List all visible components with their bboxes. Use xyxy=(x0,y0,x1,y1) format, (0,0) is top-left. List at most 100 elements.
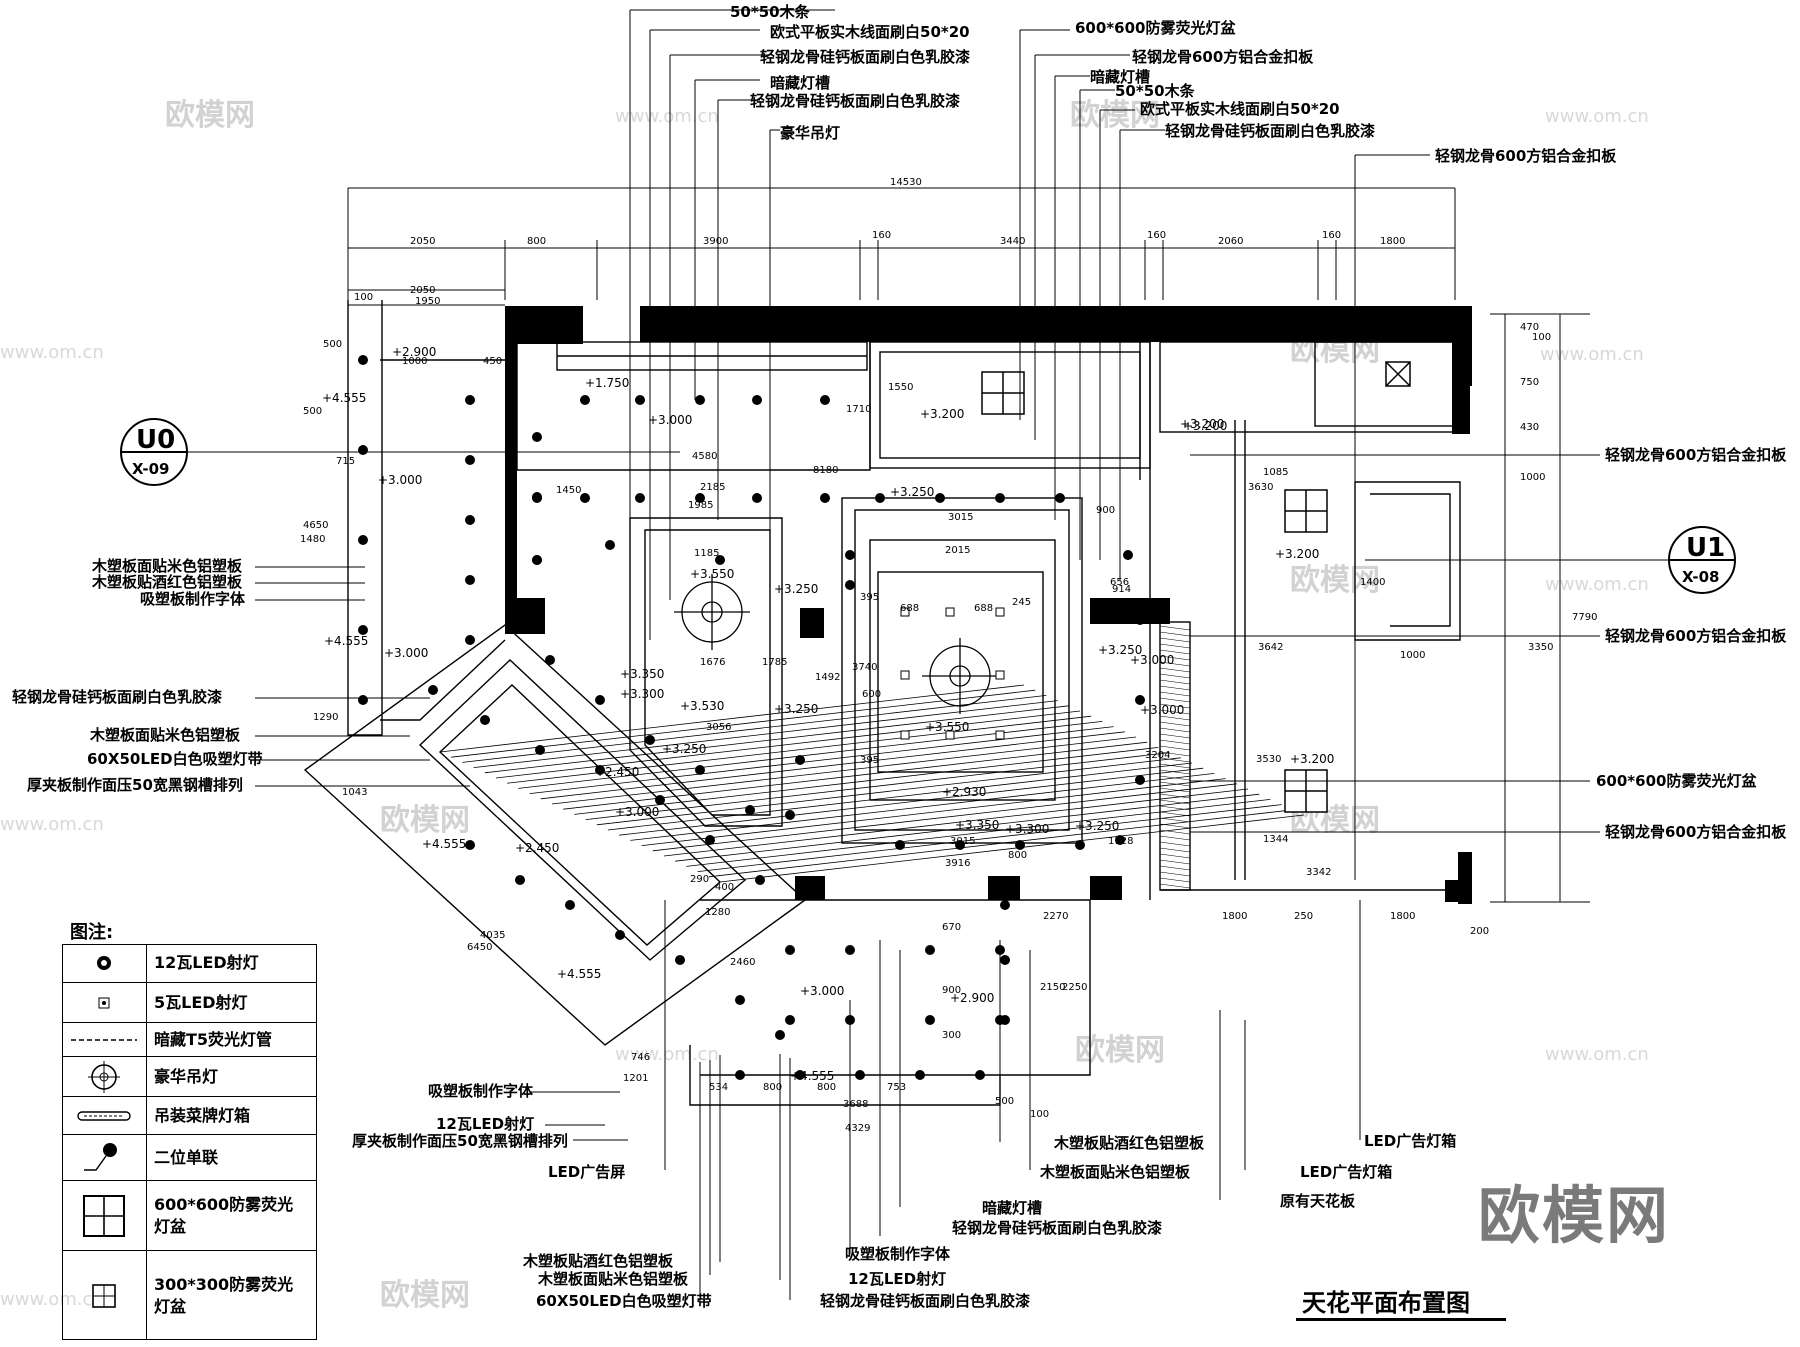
elevation-mark: +3.000 xyxy=(800,984,844,998)
legend-row: 600*600防雾荧光 灯盆 xyxy=(62,1180,317,1250)
elevation-mark: +3.000 xyxy=(1140,703,1184,717)
callout-top-3: 轻钢龙骨硅钙板面刷白色乳胶漆 xyxy=(760,48,970,66)
bottom-callouts: 吸塑板制作字体 12瓦LED射灯 厚夹板制作面压50宽黑钢槽排列 LED广告屏 … xyxy=(352,1082,1456,1310)
elevation-mark: +2.450 xyxy=(515,841,559,855)
hatch-line xyxy=(1159,769,1191,775)
legend-row: 二位单联 xyxy=(62,1134,317,1180)
hatch-line xyxy=(1159,727,1191,733)
panel-600-c xyxy=(1284,769,1328,813)
bar-stripe xyxy=(574,747,1159,815)
watermark-url: www.om.cn xyxy=(0,1289,104,1310)
spotlight-12w xyxy=(1135,615,1145,625)
bottom-dimension: 1043 xyxy=(342,787,367,798)
left-dimension: 1000 xyxy=(402,356,427,367)
spotlight-12w xyxy=(795,1070,805,1080)
spotlight-5w xyxy=(900,607,910,617)
inner-dimension: 380 xyxy=(805,615,824,626)
hatch-line xyxy=(1159,883,1191,889)
drawing-title: 天花平面布置图 xyxy=(1302,1289,1470,1317)
legend-row: 暗藏T5荧光灯管 xyxy=(62,1022,317,1056)
inner-dimension: 8180 xyxy=(813,465,838,476)
menu-lightbox-icon xyxy=(62,1097,147,1134)
inner-dimension: 1344 xyxy=(1263,834,1288,845)
elevation-mark: +3.000 xyxy=(615,805,659,819)
callout-bottom-6: 木塑板面贴米色铝塑板 xyxy=(537,1270,689,1288)
elevation-mark: +3.000 xyxy=(1130,653,1174,667)
spotlight-5w xyxy=(995,607,1005,617)
callout-bottom-17: LED广告灯箱 xyxy=(1364,1132,1456,1150)
inner-dimension: 1128 xyxy=(1108,836,1133,847)
hatch-line xyxy=(1159,745,1191,751)
spotlight-12w xyxy=(735,995,745,1005)
legend-label: 5瓦LED射灯 xyxy=(154,992,248,1012)
hatch-line xyxy=(1159,871,1191,877)
right-dimension: 470 xyxy=(1520,322,1539,333)
hatch-line xyxy=(1159,691,1191,697)
callout-bottom-12: 轻钢龙骨硅钙板面刷白色乳胶漆 xyxy=(952,1219,1162,1237)
inner-dimension: 395 xyxy=(860,755,879,766)
dim-seg-6: 160 xyxy=(1147,230,1166,241)
legend-label: 豪华吊灯 xyxy=(154,1066,219,1086)
watermark-url: www.om.cn xyxy=(615,1044,719,1065)
panel-300-a xyxy=(1385,361,1411,387)
overall-width-dim: 14530 xyxy=(890,177,922,188)
inner-dimension: 3204 xyxy=(1145,750,1170,761)
callout-bottom-13: 木塑板贴酒红色铝塑板 xyxy=(1053,1134,1205,1152)
watermark-text: 欧模网 xyxy=(1070,98,1160,133)
left-callouts: 木塑板面贴米色铝塑板 木塑板贴酒红色铝塑板 吸塑板制作字体 轻钢龙骨硅钙板面刷白… xyxy=(12,557,263,794)
spotlight-12w xyxy=(715,555,725,565)
inner-dimension: 1450 xyxy=(556,485,581,496)
section-code-u1: U1 xyxy=(1686,533,1725,563)
bottom-dimension: 800 xyxy=(763,1082,782,1093)
spotlight-array xyxy=(358,355,1145,1080)
hatch-line xyxy=(1159,847,1191,853)
hatch-line xyxy=(1159,721,1191,727)
hatch-line xyxy=(1159,835,1191,841)
bottom-leader-lines xyxy=(530,900,1361,1302)
spotlight-12w xyxy=(955,840,965,850)
callout-left-2: 木塑板贴酒红色铝塑板 xyxy=(91,573,243,591)
hatch-line xyxy=(1159,799,1191,805)
callout-top-7: 600*600防雾荧光灯盆 xyxy=(1075,19,1236,37)
spotlight-12w xyxy=(1000,1015,1010,1025)
left-dimension: 500 xyxy=(303,406,322,417)
t5-tube-icon xyxy=(62,1023,147,1056)
bottom-dimension: 753 xyxy=(887,1082,906,1093)
callout-right-4: 轻钢龙骨600方铝合金扣板 xyxy=(1605,823,1787,841)
spotlight-12w xyxy=(655,795,665,805)
spotlight-5w xyxy=(945,607,955,617)
hatch-line xyxy=(1159,625,1191,631)
hatch-line xyxy=(1159,679,1191,685)
spotlight-12w xyxy=(565,900,575,910)
top-callouts: 50*50木条 欧式平板实木线面刷白50*20 轻钢龙骨硅钙板面刷白色乳胶漆 暗… xyxy=(730,3,1617,165)
spotlight-12w xyxy=(358,625,368,635)
inner-dimension: 245 xyxy=(1012,597,1031,608)
bottom-dimension: 100 xyxy=(1030,1109,1049,1120)
panel-600-icon xyxy=(62,1181,147,1250)
right-dimension: 3350 xyxy=(1528,642,1553,653)
elevation-mark: +2.450 xyxy=(595,765,639,779)
right-leader-lines xyxy=(1190,313,1680,903)
bar-stripe xyxy=(675,793,1260,862)
dim-left-top-2: 1950 xyxy=(415,296,440,307)
hatch-line xyxy=(1159,763,1191,769)
elevation-mark: +4.555 xyxy=(790,1069,834,1083)
spotlight-5w xyxy=(995,670,1005,680)
hatch-line xyxy=(1159,709,1191,715)
brand-logo: 欧模网 xyxy=(1478,1179,1671,1252)
bottom-dimension: 3688 xyxy=(843,1099,868,1110)
spotlight-12w xyxy=(755,875,765,885)
bar-stripe xyxy=(663,788,1249,857)
elevation-mark: +3.300 xyxy=(620,687,664,701)
elevation-mark: +3.250 xyxy=(1098,643,1142,657)
spotlight-5w xyxy=(900,670,910,680)
hatch-line xyxy=(1159,649,1191,655)
spotlight-5w xyxy=(945,730,955,740)
bar-stripe xyxy=(551,736,1137,805)
spot-5w-icon xyxy=(62,983,147,1022)
spotlight-12w xyxy=(855,1070,865,1080)
spotlight-12w xyxy=(875,493,885,503)
callout-bottom-7: 60X50LED白色吸塑灯带 xyxy=(536,1292,712,1310)
